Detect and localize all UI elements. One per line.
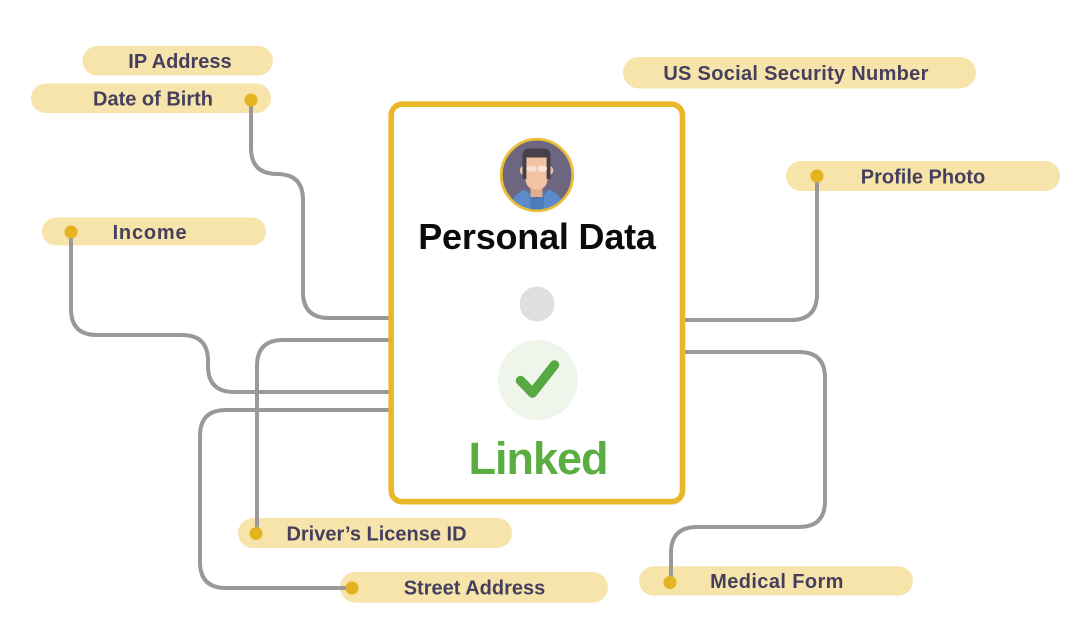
- svg-text:Driver’s License ID: Driver’s License ID: [286, 523, 466, 545]
- svg-text:Profile Photo: Profile Photo: [861, 166, 985, 188]
- svg-text:Personal Data: Personal Data: [418, 216, 657, 257]
- svg-text:Medical Form: Medical Form: [710, 571, 844, 593]
- svg-text:Street Address: Street Address: [404, 578, 546, 600]
- svg-text:US Social Security Number: US Social Security Number: [663, 63, 928, 85]
- svg-text:IP Address: IP Address: [128, 51, 231, 73]
- svg-text:Linked: Linked: [468, 433, 607, 484]
- svg-text:Date of Birth: Date of Birth: [93, 89, 213, 111]
- svg-text:Income: Income: [113, 222, 188, 244]
